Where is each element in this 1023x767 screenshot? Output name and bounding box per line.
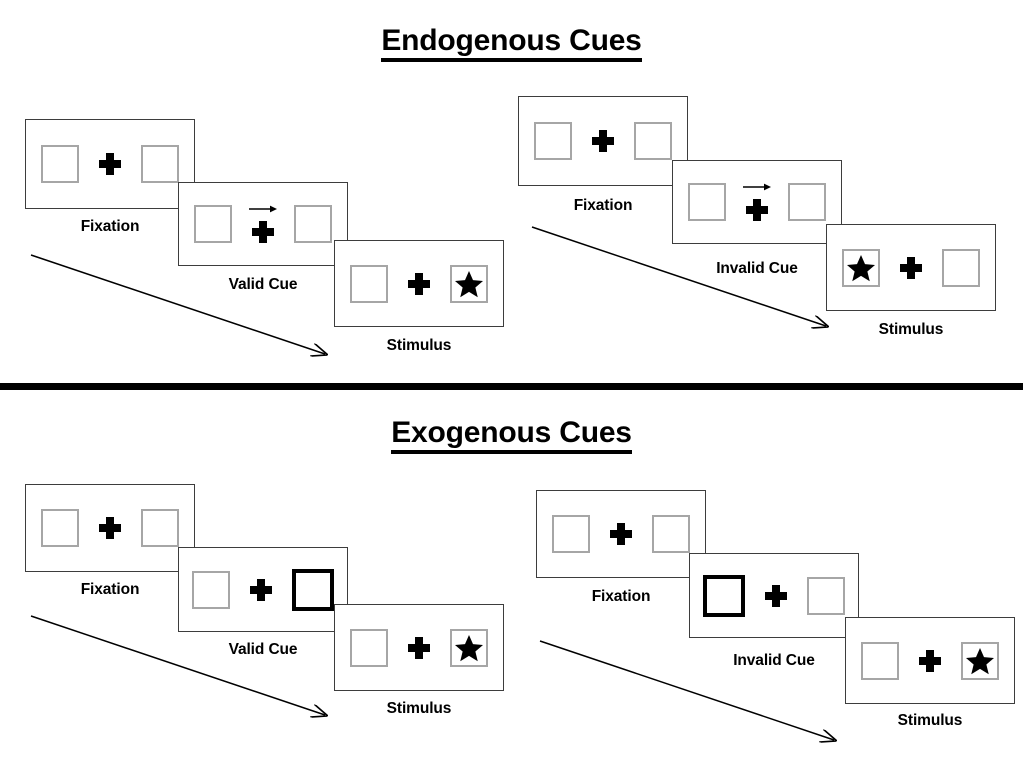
fixation-cross-icon bbox=[252, 221, 274, 243]
central-cue-group bbox=[249, 205, 277, 243]
flow-arrow-endogenous-valid bbox=[30, 254, 345, 365]
panel-endo-invalid-cue bbox=[672, 160, 842, 244]
fixation-cross-icon bbox=[919, 649, 941, 672]
star-target-icon bbox=[455, 634, 483, 661]
flow-arrow-endogenous-invalid bbox=[531, 226, 848, 340]
left-placeholder-box bbox=[688, 183, 726, 221]
fixation-cross-icon bbox=[610, 523, 632, 545]
fixation-cross-icon bbox=[408, 636, 430, 659]
fixation-cross-icon bbox=[99, 153, 121, 175]
right-placeholder-box bbox=[141, 145, 179, 183]
central-cue-group bbox=[743, 183, 771, 221]
left-placeholder-box bbox=[41, 145, 79, 183]
right-placeholder-box bbox=[942, 248, 980, 287]
caption-endo-valid-cue: Valid Cue bbox=[228, 276, 298, 293]
panel-endo-valid-stimulus bbox=[334, 240, 504, 327]
right-placeholder-box-with-target bbox=[961, 641, 999, 680]
panel-exo-invalid-fixation bbox=[536, 490, 706, 578]
right-placeholder-box bbox=[788, 183, 826, 221]
right-placeholder-box bbox=[634, 122, 672, 160]
left-placeholder-box bbox=[552, 515, 590, 553]
left-placeholder-box bbox=[194, 205, 232, 243]
fixation-cross-icon bbox=[746, 199, 768, 221]
panel-endo-valid-fixation bbox=[25, 119, 195, 209]
panel-exo-valid-fixation bbox=[25, 484, 195, 572]
fixation-cross-icon bbox=[765, 584, 787, 607]
fixation-cross-icon bbox=[250, 578, 272, 601]
fixation-cross-icon bbox=[900, 256, 922, 279]
panel-endo-valid-cue bbox=[178, 182, 348, 266]
left-placeholder-box bbox=[350, 264, 388, 303]
caption-exo-invalid-stimulus: Stimulus bbox=[897, 712, 963, 729]
star-target-icon bbox=[455, 270, 483, 297]
right-placeholder-box-with-target bbox=[450, 628, 488, 667]
caption-exo-invalid-fixation: Fixation bbox=[591, 588, 651, 605]
panel-exo-valid-cue bbox=[178, 547, 348, 632]
panel-endo-invalid-fixation bbox=[518, 96, 688, 186]
section-title-endogenous: Endogenous Cues bbox=[0, 24, 1023, 62]
panel-exo-invalid-cue bbox=[689, 553, 859, 638]
section-title-endogenous-text: Endogenous Cues bbox=[381, 25, 642, 62]
caption-endo-invalid-stimulus: Stimulus bbox=[878, 321, 944, 338]
caption-endo-valid-stimulus: Stimulus bbox=[386, 337, 452, 354]
caption-endo-invalid-cue: Invalid Cue bbox=[716, 260, 798, 277]
arrow-right-cue-icon bbox=[743, 183, 771, 191]
caption-endo-valid-fixation: Fixation bbox=[80, 218, 140, 235]
section-divider bbox=[0, 383, 1023, 390]
section-title-exogenous-text: Exogenous Cues bbox=[391, 417, 632, 454]
left-placeholder-box-with-target bbox=[842, 248, 880, 287]
caption-endo-invalid-fixation: Fixation bbox=[573, 197, 633, 214]
flow-arrow-exogenous-invalid bbox=[539, 640, 856, 755]
right-placeholder-box-cued bbox=[292, 568, 334, 611]
left-placeholder-box bbox=[534, 122, 572, 160]
caption-exo-valid-cue: Valid Cue bbox=[228, 641, 298, 658]
right-placeholder-box bbox=[141, 509, 179, 547]
caption-exo-valid-fixation: Fixation bbox=[80, 581, 140, 598]
panel-exo-valid-stimulus bbox=[334, 604, 504, 691]
left-placeholder-box bbox=[350, 628, 388, 667]
left-placeholder-box bbox=[41, 509, 79, 547]
right-placeholder-box bbox=[807, 576, 845, 615]
left-placeholder-box bbox=[861, 641, 899, 680]
left-placeholder-box-cued bbox=[703, 574, 745, 617]
fixation-cross-icon bbox=[592, 130, 614, 152]
right-placeholder-box-with-target bbox=[450, 264, 488, 303]
flow-arrow-exogenous-valid bbox=[30, 615, 345, 728]
panel-exo-invalid-stimulus bbox=[845, 617, 1015, 704]
right-placeholder-box bbox=[652, 515, 690, 553]
fixation-cross-icon bbox=[99, 517, 121, 539]
fixation-cross-icon bbox=[408, 272, 430, 295]
star-target-icon bbox=[847, 254, 875, 281]
panel-endo-invalid-stimulus bbox=[826, 224, 996, 311]
caption-exo-invalid-cue: Invalid Cue bbox=[733, 652, 815, 669]
star-target-icon bbox=[966, 647, 994, 674]
left-placeholder-box bbox=[192, 570, 230, 609]
section-title-exogenous: Exogenous Cues bbox=[0, 416, 1023, 454]
arrow-right-cue-icon bbox=[249, 205, 277, 213]
caption-exo-valid-stimulus: Stimulus bbox=[386, 700, 452, 717]
right-placeholder-box bbox=[294, 205, 332, 243]
